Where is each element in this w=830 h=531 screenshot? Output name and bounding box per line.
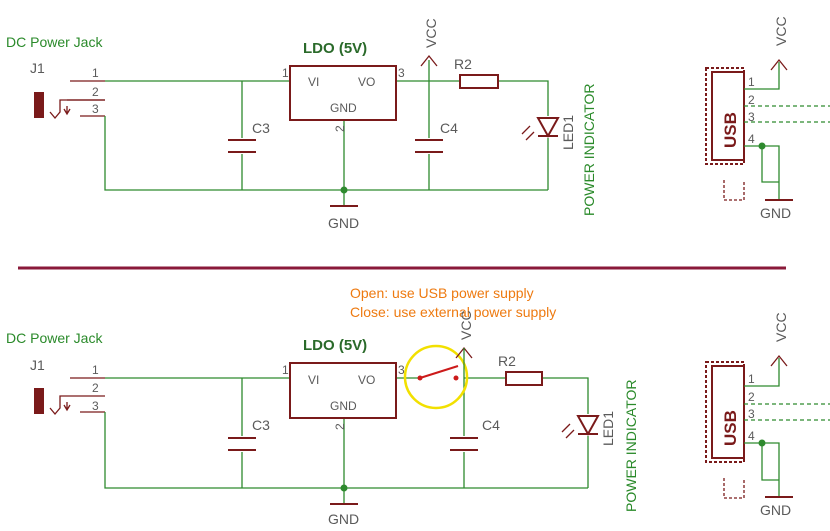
ldo-chip [289, 65, 397, 121]
dc-power-jack-label-2: DC Power Jack [6, 330, 103, 346]
wire-led-2 [542, 377, 589, 488]
vcc-label-bottom: VCC [458, 310, 474, 340]
j1-label: J1 [30, 60, 45, 76]
usb-pin4-wire-2 [744, 442, 780, 497]
usb-pin2-2: 2 [748, 390, 755, 404]
ldo-gnd-label: GND [330, 101, 357, 115]
c3-label: C3 [252, 120, 270, 136]
ldo-pin3-2: 3 [398, 363, 405, 377]
led1-label-2: LED1 [600, 411, 616, 446]
led1-label: LED1 [560, 115, 576, 150]
j1-pin2-number: 2 [92, 85, 99, 99]
usb-label-2: USB [721, 410, 740, 446]
r2-resistor [459, 74, 499, 89]
bottom-circuit: DC Power Jack J1 1 2 3 LDO (5V) VI VO GN… [6, 310, 830, 527]
power-indicator-label-2: POWER INDICATOR [623, 380, 639, 513]
usb-junction-bottom [758, 439, 766, 447]
wire-ground-bus [104, 116, 548, 191]
c3-label-2: C3 [252, 417, 270, 433]
usb-pin1-wire-2 [744, 358, 780, 387]
j1-label-2: J1 [30, 357, 45, 373]
j1-pin3-number: 3 [92, 102, 99, 116]
usb-pin2: 2 [748, 93, 755, 107]
gnd-label-bottom: GND [328, 511, 359, 527]
usb-pin4: 4 [748, 132, 755, 146]
wire-led [498, 80, 549, 190]
j1-pin1-number-2: 1 [92, 363, 99, 377]
usb-pin4-2: 4 [748, 429, 755, 443]
led1-triangle-2 [576, 415, 600, 437]
usb-pin3: 3 [748, 110, 755, 124]
usb-pin1: 1 [748, 75, 755, 89]
top-circuit: DC Power Jack J1 1 2 3 LDO (5V) VI VO GN… [6, 16, 830, 231]
j1-pin3-number-2: 3 [92, 399, 99, 413]
dc-jack-spring-2 [49, 395, 105, 416]
switch-highlight-circle [403, 344, 469, 410]
usb-shield-top [723, 180, 745, 201]
dc-jack-arrow-2 [63, 402, 71, 412]
note-open: Open: use USB power supply [350, 285, 534, 301]
ldo-pin1: 1 [282, 66, 289, 80]
ldo-chip-2 [289, 362, 397, 419]
vcc-arrow-top [420, 54, 438, 67]
switch-lever [419, 365, 459, 379]
wire-ground-bus-2 [104, 412, 588, 489]
usb-body-2 [711, 365, 745, 459]
usb-vcc-arrow-2 [770, 354, 788, 367]
usb-shield-wire-2 [761, 443, 779, 481]
usb-label: USB [721, 112, 740, 148]
note-close: Close: use external power supply [350, 304, 556, 320]
ldo-pin1-2: 1 [282, 363, 289, 377]
vcc-label-top: VCC [423, 18, 439, 48]
usb-shield-bottom [723, 478, 745, 499]
dc-power-jack-label: DC Power Jack [6, 34, 103, 50]
ldo-vi-label: VI [308, 75, 319, 89]
usb-gnd-label-top: GND [760, 205, 791, 221]
usb-shield-wire [761, 146, 779, 183]
dc-jack-body [34, 92, 44, 118]
c4-label: C4 [440, 120, 458, 136]
usb-vcc-label: VCC [773, 16, 789, 46]
dc-jack-arrow [63, 106, 71, 116]
ldo-pin2-2: 2 [333, 423, 347, 430]
usb-gnd-label-bottom: GND [760, 502, 791, 518]
r2-resistor-2 [505, 371, 543, 386]
ldo-pin3: 3 [398, 66, 405, 80]
ldo-title-2: LDO (5V) [303, 337, 367, 354]
usb-body [711, 71, 745, 161]
ldo-vo-label-2: VO [358, 373, 375, 387]
ldo-title: LDO (5V) [303, 40, 367, 57]
usb-pin1-wire [744, 62, 780, 90]
usb-vcc-arrow [770, 58, 788, 71]
ldo-pin2: 2 [333, 125, 347, 132]
j1-pin1-number: 1 [92, 66, 99, 80]
dc-jack-body-2 [34, 388, 44, 414]
usb-junction-top [758, 142, 766, 150]
led1-triangle [536, 117, 560, 139]
junction-gnd-bottom [340, 484, 348, 492]
gnd-label-top: GND [328, 215, 359, 231]
c4-label-2: C4 [482, 417, 500, 433]
led1-rays [521, 125, 535, 141]
usb-vcc-label-2: VCC [773, 312, 789, 342]
junction-gnd-top [340, 186, 348, 194]
switch-contact-b [453, 375, 459, 381]
ldo-vi-label-2: VI [308, 373, 319, 387]
r2-label: R2 [454, 56, 472, 72]
j1-pin2-number-2: 2 [92, 381, 99, 395]
power-indicator-label: POWER INDICATOR [581, 84, 597, 217]
ldo-gnd-label-2: GND [330, 399, 357, 413]
switch-contact-a [417, 375, 423, 381]
led1-rays-2 [561, 423, 575, 439]
usb-pin1-2: 1 [748, 372, 755, 386]
ldo-vo-label: VO [358, 75, 375, 89]
r2-label-2: R2 [498, 353, 516, 369]
usb-pin3-2: 3 [748, 407, 755, 421]
